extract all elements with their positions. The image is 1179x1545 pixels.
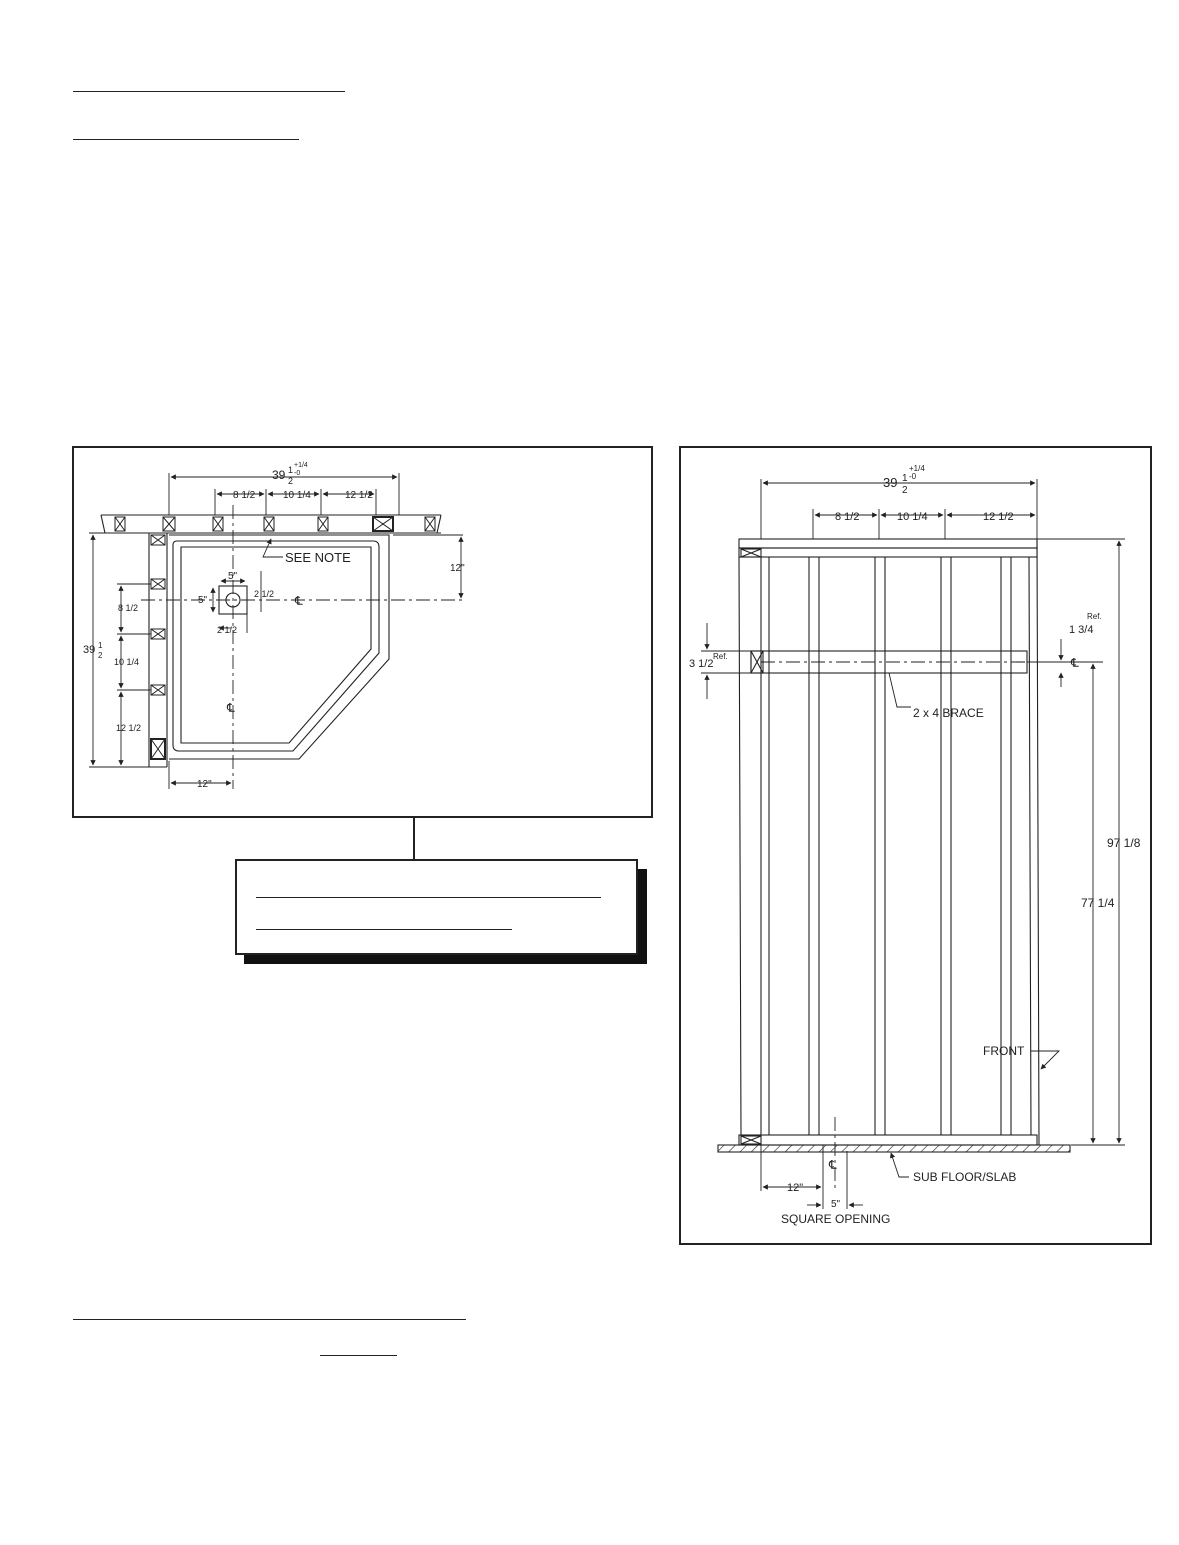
note-box (235, 859, 638, 955)
plan-drain-offset-x: 2 1/2 (217, 625, 237, 635)
elev-brace-offset: 1 3/4 (1069, 624, 1093, 636)
plan-drain-size: 5" (228, 571, 238, 582)
plan-depth-dim: 39 (83, 644, 95, 656)
plan-width-frac-den: 2 (288, 476, 293, 486)
plan-left-dim-3: 12 1/2 (116, 723, 141, 733)
elev-width-tol-plus: +1/4 (909, 464, 925, 473)
plan-width-dim: 39 (272, 468, 286, 482)
elev-ref-left: Ref. (713, 652, 728, 661)
elev-width-frac-den: 2 (902, 485, 908, 496)
plan-stud-dim-1: 8 1/2 (233, 490, 256, 501)
elev-brace-center-height: 77 1/4 (1081, 896, 1115, 910)
note-connector-line (413, 817, 415, 859)
bottom-rule-1 (73, 1319, 466, 1320)
note-rule-2 (256, 929, 512, 930)
heading-rule-2 (73, 139, 299, 140)
plan-centerline-v: ℄ (226, 701, 235, 715)
plan-view-drawing: 39 12 +1/4 -0 8 1/2 10 1/4 12 1/2 SEE NO… (83, 462, 465, 790)
elev-brace-height: 3 1/2 (689, 658, 713, 670)
plan-left-dim-2: 10 1/4 (114, 657, 139, 667)
elev-width-frac-num: 1 (902, 473, 908, 484)
elevation-view-drawing: 39 12 +1/4 -0 8 1/2 10 1/4 12 1/2 3 1/2 … (689, 464, 1141, 1226)
elev-stud-dim-3: 12 1/2 (983, 511, 1014, 523)
elev-front-label: FRONT (983, 1044, 1025, 1058)
note-rule-1 (256, 897, 601, 898)
heading-rule-1 (73, 91, 345, 92)
elev-floor-label: SUB FLOOR/SLAB (913, 1170, 1016, 1184)
plan-stud-dim-2: 10 1/4 (283, 490, 311, 501)
elev-centerline-brace: ℄ (1070, 656, 1079, 670)
plan-offset-top: 12" (450, 563, 465, 574)
bottom-rule-2 (320, 1355, 397, 1356)
plan-depth-frac-num: 1 (98, 641, 103, 650)
elev-stud-dim-2: 10 1/4 (897, 511, 928, 523)
plan-stud-dim-3: 12 1/2 (345, 490, 373, 501)
plan-drain-offset-y: 2 1/2 (254, 589, 274, 599)
plan-width-tol-minus: -0 (294, 470, 300, 477)
elev-brace-label: 2 x 4 BRACE (913, 706, 984, 720)
elev-opening-label: SQUARE OPENING (781, 1212, 890, 1226)
elev-stud-dim-1: 8 1/2 (835, 511, 859, 523)
elev-width-tol-minus: -0 (909, 472, 917, 481)
elev-width-dim: 39 (883, 475, 897, 490)
plan-offset-bottom: 12" (197, 779, 212, 790)
plan-left-dim-1: 8 1/2 (118, 603, 138, 613)
elev-opening-size: 5" (831, 1199, 841, 1210)
plan-width-frac-num: 1 (288, 465, 293, 475)
plan-centerline-h: ℄ (294, 594, 303, 608)
plan-depth-frac-den: 2 (98, 651, 103, 660)
plan-drain-height: 5" (198, 595, 208, 606)
plan-see-note: SEE NOTE (285, 550, 351, 565)
elev-total-height: 97 1/8 (1107, 836, 1141, 850)
elev-ref-right: Ref. (1087, 612, 1102, 621)
elev-centerline-floor: ℄ (828, 1158, 837, 1172)
plan-width-tol-plus: +1/4 (294, 462, 308, 469)
elev-offset-left: 12" (787, 1182, 803, 1194)
